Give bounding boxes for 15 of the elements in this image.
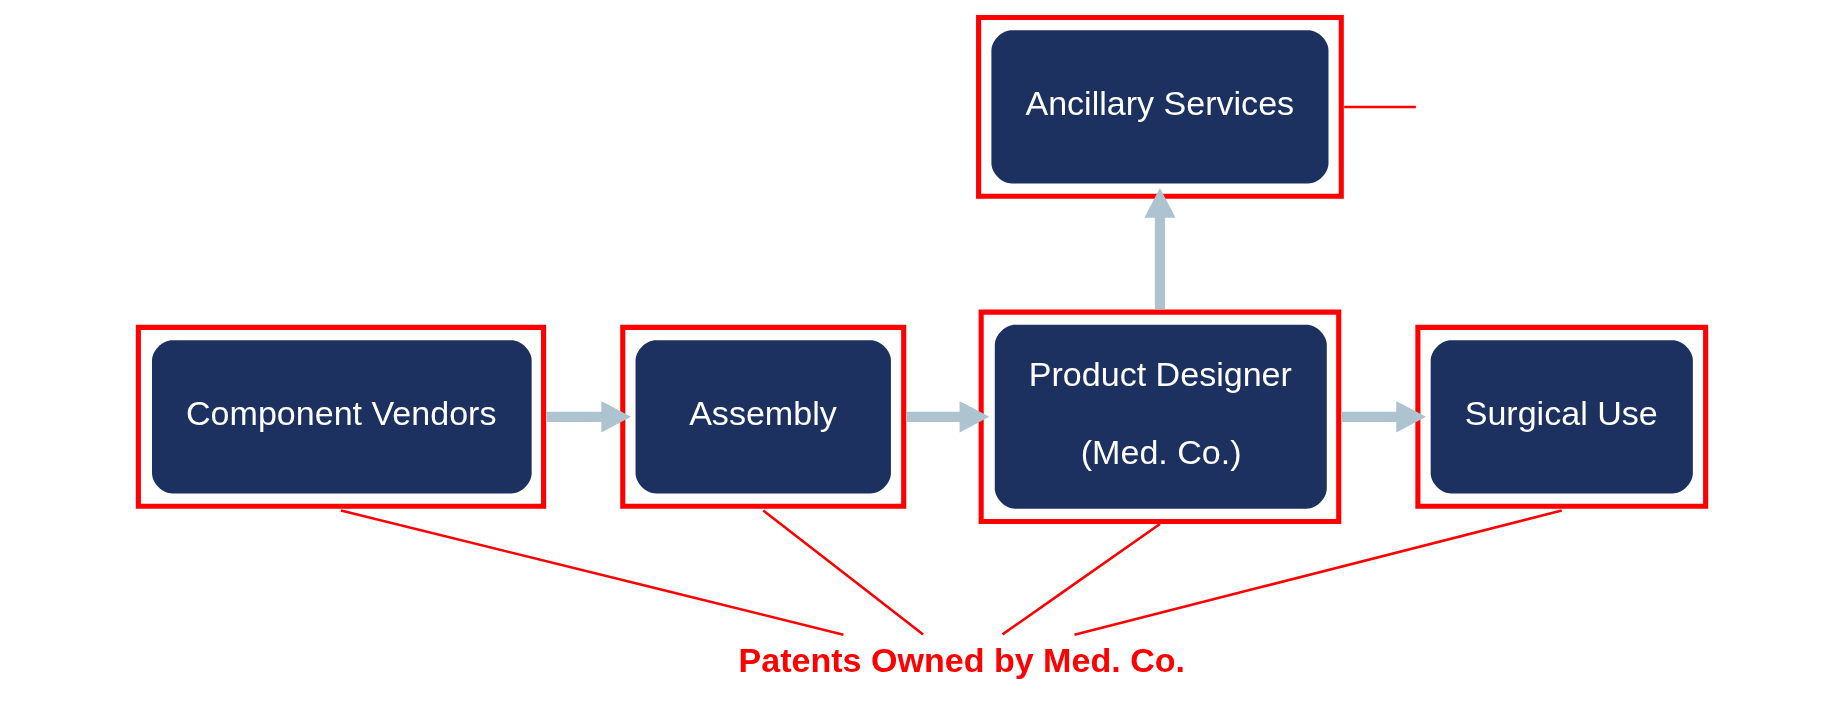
node-box: Assembly bbox=[620, 324, 907, 509]
arrow bbox=[1144, 187, 1176, 310]
node-text: Patents Owned by Med. Co. bbox=[738, 641, 1185, 680]
node-box: Product Designer (Med. Co.) bbox=[978, 309, 1342, 525]
connector bbox=[1074, 509, 1563, 636]
connector bbox=[1001, 523, 1161, 636]
connector bbox=[1344, 105, 1416, 109]
node-box: Ancillary Services bbox=[976, 14, 1344, 199]
arrow bbox=[1342, 401, 1426, 433]
arrow bbox=[906, 401, 990, 433]
node-box: Surgical Use bbox=[1415, 324, 1709, 509]
connector bbox=[762, 509, 924, 636]
connector bbox=[340, 509, 844, 636]
arrow bbox=[546, 401, 632, 433]
node-box: Component Vendors bbox=[135, 324, 547, 509]
